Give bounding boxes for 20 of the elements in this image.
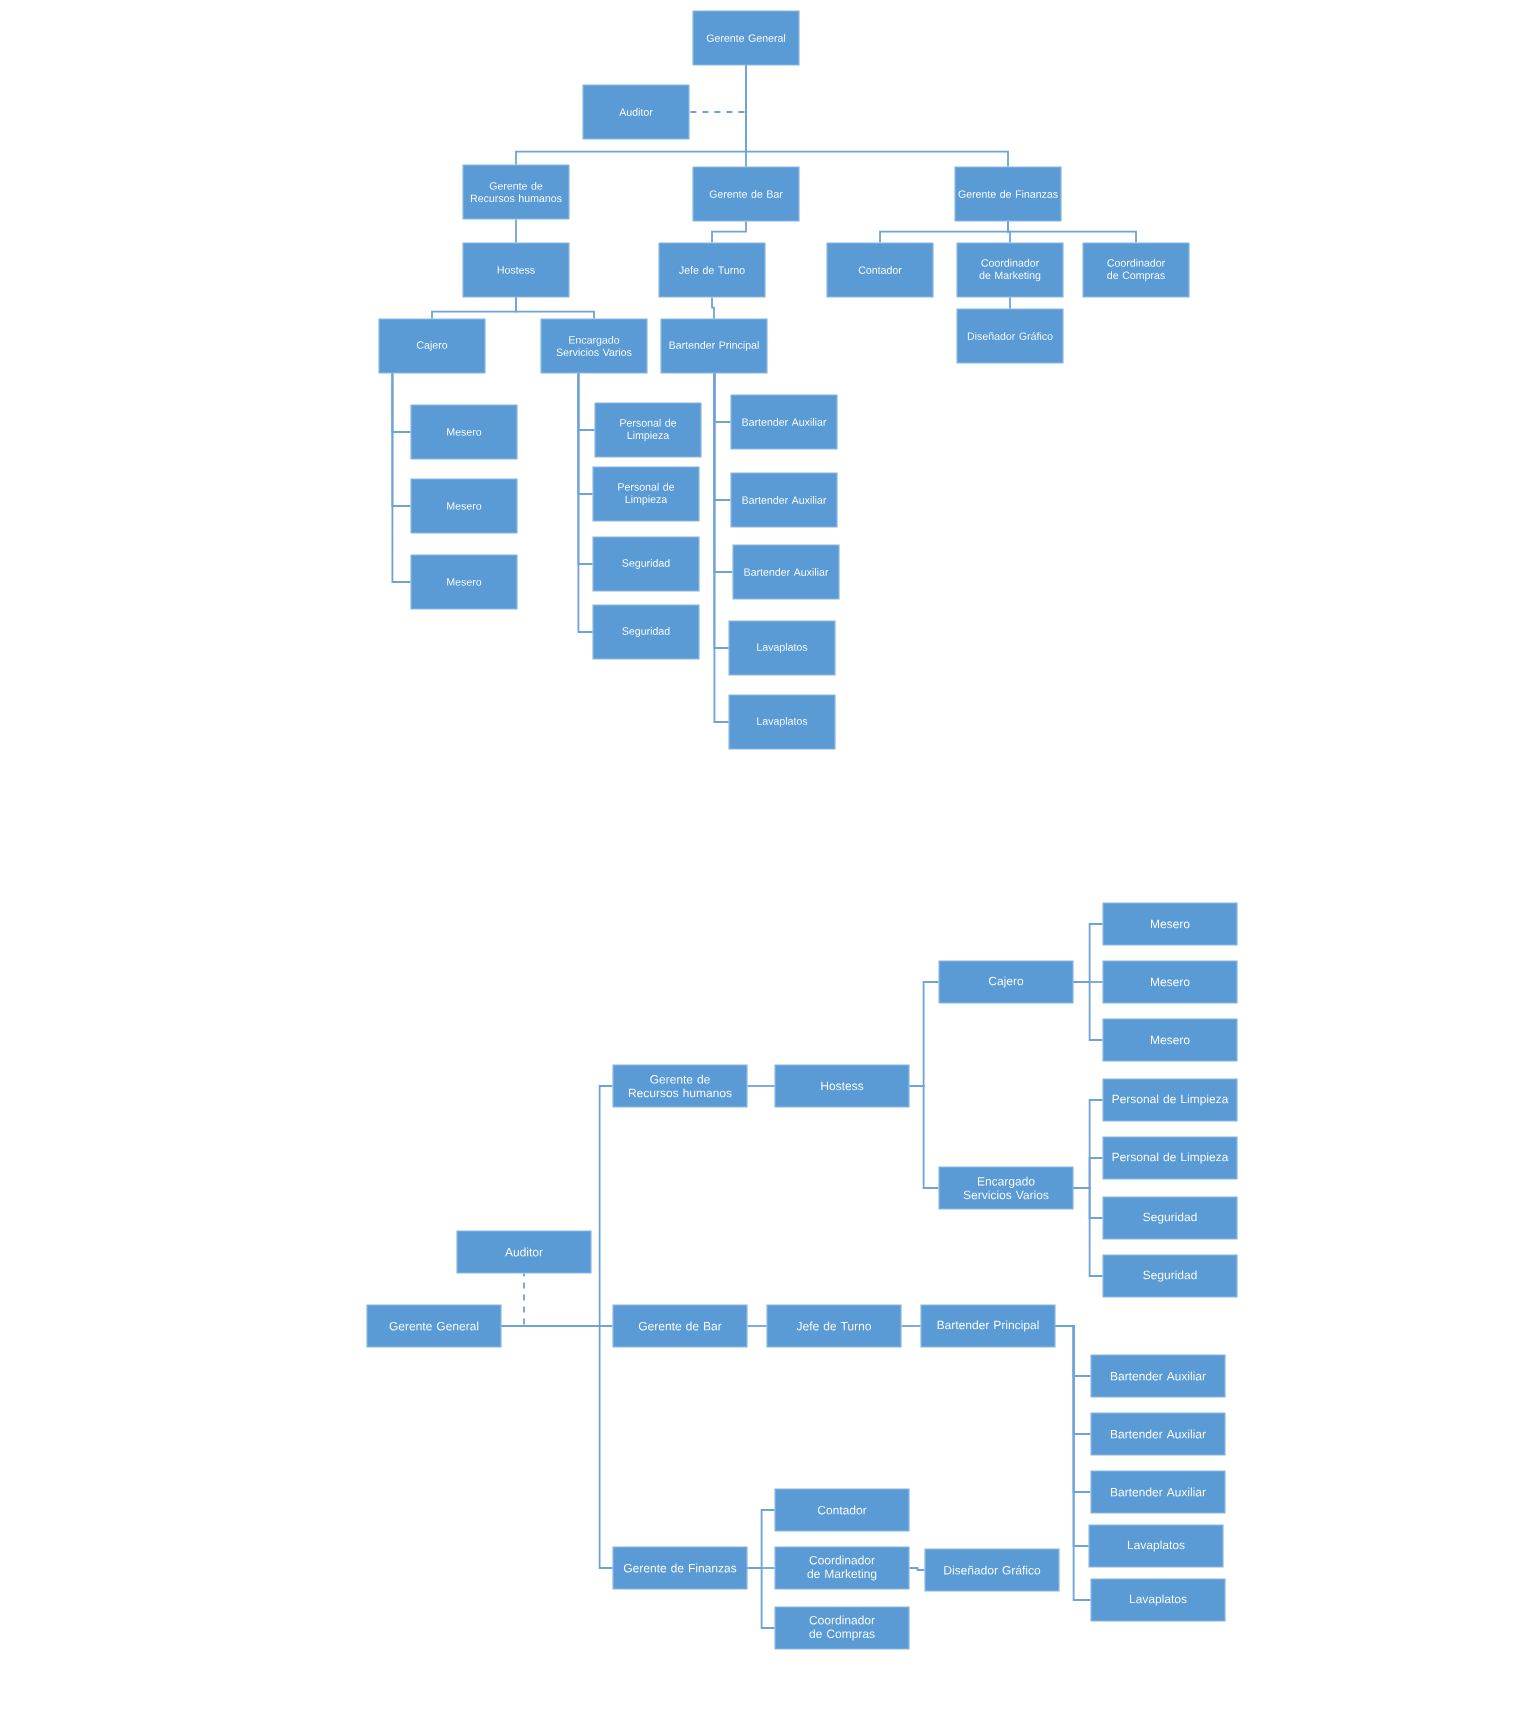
connector-line — [500, 1325, 614, 1569]
connector-line — [908, 1567, 926, 1571]
connector-line — [746, 1085, 776, 1087]
connector-line — [908, 1085, 940, 1189]
connector-line — [746, 1325, 768, 1327]
connector-line — [713, 372, 730, 723]
connector-line — [1009, 296, 1011, 310]
connector-line — [1007, 220, 1137, 244]
connector-line — [1072, 1187, 1104, 1277]
connector-line — [745, 64, 1009, 168]
connector-line — [515, 296, 595, 320]
connector-line — [515, 218, 517, 244]
connector-line — [577, 372, 594, 633]
connector-line — [746, 1567, 776, 1629]
connector-line — [391, 372, 412, 583]
connector-line — [711, 296, 715, 320]
connector-line — [1054, 1325, 1092, 1601]
connector-line — [1072, 981, 1104, 1041]
connector-line — [900, 1325, 922, 1327]
connector-line — [711, 220, 747, 244]
